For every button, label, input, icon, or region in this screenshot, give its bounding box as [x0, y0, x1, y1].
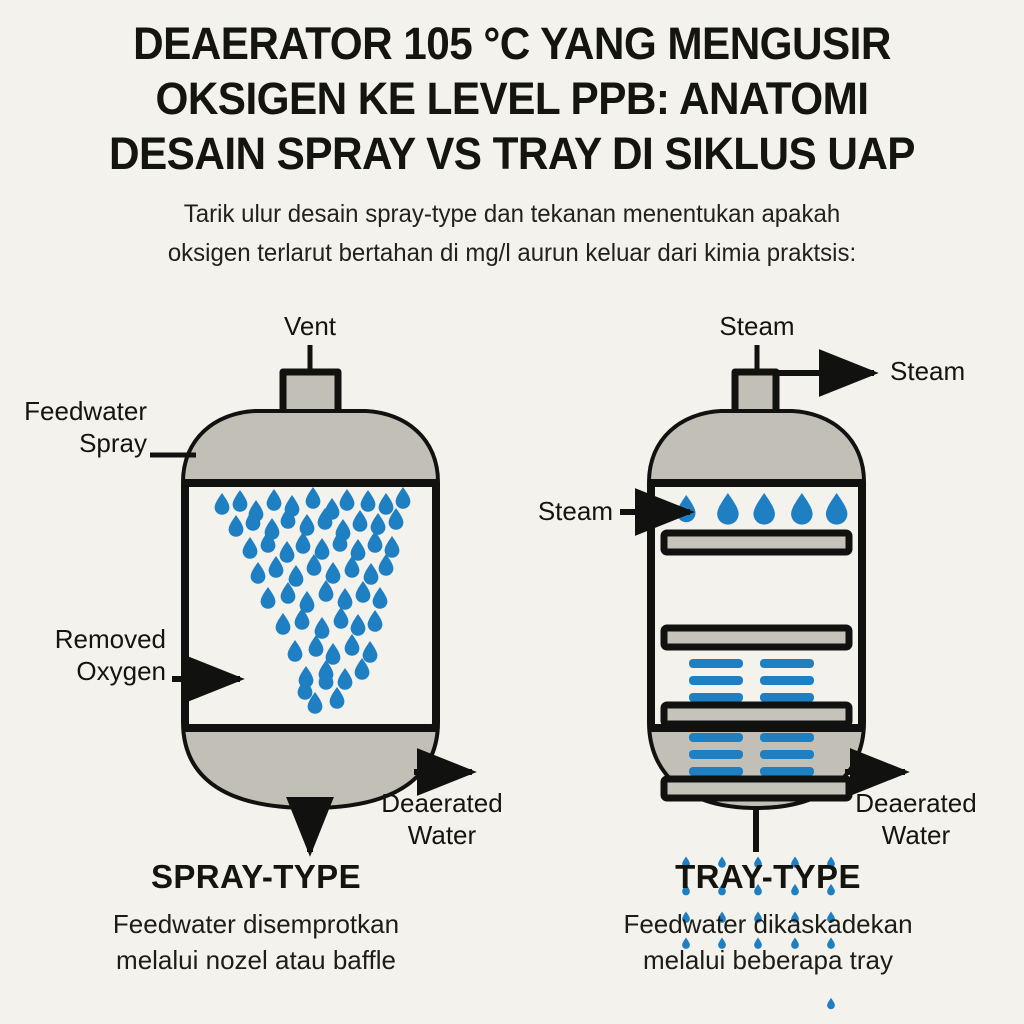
spray-vessel-shell — [181, 409, 440, 810]
spray-vent-pipe — [279, 368, 342, 429]
tray-plate — [660, 529, 853, 556]
tray-plate — [660, 624, 853, 651]
caption-spray-type: SPRAY-TYPE Feedwater disemprotkan melalu… — [0, 858, 512, 978]
page-title: DEAERATOR 105 °C YANG MENGUSIR OKSIGEN K… — [109, 18, 915, 179]
tray-water-dashes — [689, 659, 814, 702]
spray-top-dome — [185, 413, 436, 483]
tray-water-dashes — [689, 733, 814, 776]
caption-title-tray: TRAY-TYPE — [675, 858, 861, 895]
tray-top-dome — [651, 413, 862, 483]
tray-bottom-pool — [651, 728, 862, 806]
caption-title-spray: SPRAY-TYPE — [150, 858, 362, 895]
caption-body-tray: Feedwater dikaskadekan melalui beberapa … — [623, 909, 913, 975]
spray-vessel-graphic — [150, 345, 477, 857]
header: DEAERATOR 105 °C YANG MENGUSIR OKSIGEN K… — [0, 0, 1024, 273]
spray-droplets — [214, 487, 411, 714]
label-feedwater-spray: Feedwater Spray — [24, 396, 147, 458]
tray-vessel-shell — [647, 409, 866, 810]
captions-row: SPRAY-TYPE Feedwater disemprotkan melalu… — [0, 858, 1024, 978]
page-subtitle: Tarik ulur desain spray-type dan tekanan… — [167, 200, 857, 267]
label-deaerated-water-right: Deaerated Water — [855, 788, 977, 850]
tray-plate — [660, 775, 853, 802]
label-steam-in: Steam — [537, 496, 613, 526]
label-vent: Vent — [283, 311, 337, 341]
tray-vent-pipe — [731, 368, 780, 429]
caption-tray-type: TRAY-TYPE Feedwater dikaskadekan melalui… — [512, 858, 1024, 978]
label-steam-out: Steam — [890, 356, 966, 386]
tray-plate — [660, 701, 853, 728]
label-steam-top: Steam — [719, 311, 795, 341]
label-deaerated-water-left: Deaerated Water — [381, 788, 503, 850]
tray-drop-chain-2 — [827, 997, 835, 1010]
caption-body-spray: Feedwater disemprotkan melalui nozel ata… — [112, 909, 400, 975]
label-removed-oxygen: Removed Oxygen — [54, 624, 166, 686]
tray-inlet-droplets — [677, 493, 848, 525]
